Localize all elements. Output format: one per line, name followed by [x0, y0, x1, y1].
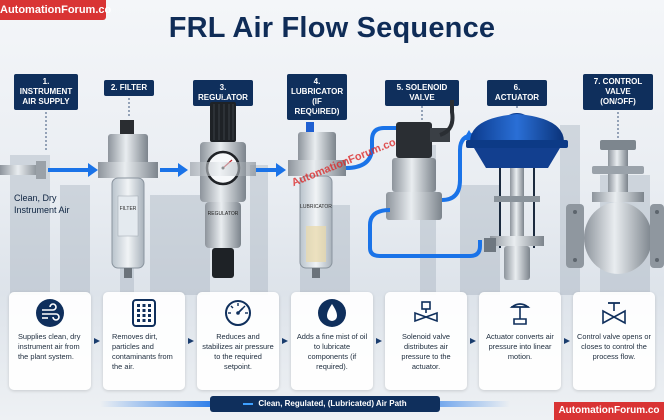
card-text: Actuator converts air pressure into line…: [486, 332, 554, 361]
actuator-unit: [466, 113, 568, 280]
control-valve-body: [584, 202, 652, 274]
actuator-diaphragm-top: [470, 114, 564, 142]
filter-unit: FILTER: [98, 120, 158, 278]
actuator-yoke-base: [490, 236, 544, 246]
card-instrument-air: Supplies clean, dry instrument air from …: [9, 292, 91, 390]
tube-lubricator-to-solenoid: [345, 126, 396, 170]
supply-pipe: [0, 165, 40, 175]
solenoid-valve-icon: [414, 301, 438, 323]
lubricator-unit: LUBRICATOR: [288, 122, 346, 278]
lubricator-oil-adjust: [306, 122, 314, 132]
card-text: Control valve opens or closes to control…: [577, 332, 651, 361]
air-path-label-text: Clean, Regulated, (Lubricated) Air Path: [258, 399, 407, 408]
card-text: Solenoid valve distributes air pressure …: [401, 332, 451, 371]
actuator-icon: [509, 303, 531, 325]
card-filter: Removes dirt, particles and contaminants…: [103, 292, 185, 390]
air-path-label: Clean, Regulated, (Lubricated) Air Path: [210, 396, 440, 412]
filter-body: [108, 134, 148, 166]
instrument-air-note-line-1: Clean, Dry: [14, 193, 57, 203]
regulator-unit: REGULATOR: [190, 102, 256, 278]
card-text: Reduces and stabilizes air pressure to t…: [202, 332, 274, 371]
step-label-solenoid-valve: 5. SOLENOID VALVE: [385, 80, 459, 106]
filter-ports: [98, 162, 158, 178]
actuator-flange: [466, 140, 568, 148]
control-valve-outlet-flange: [650, 204, 664, 268]
card-arrow: [188, 338, 194, 344]
card-arrow: [564, 338, 570, 344]
step-label-actuator: 6. ACTUATOR: [487, 80, 547, 106]
step-label-filter: 2. FILTER: [104, 80, 154, 96]
solenoid-coil: [396, 122, 432, 158]
lubricator-body: [298, 132, 336, 164]
solenoid-cable: [439, 100, 455, 137]
regulator-device-text: REGULATOR: [208, 211, 239, 217]
card-arrow: [94, 338, 100, 344]
control-valve-unit: [566, 140, 664, 274]
step-label-regulator: 3. REGULATOR: [193, 80, 253, 106]
flow-arrows: [48, 163, 286, 177]
card-regulator: Reduces and stabilizes air pressure to t…: [197, 292, 279, 390]
card-arrow: [376, 338, 382, 344]
control-valve-inlet-flange: [566, 204, 584, 268]
card-text: Supplies clean, dry instrument air from …: [18, 332, 81, 361]
control-valve-icon: [602, 302, 626, 325]
solenoid-valve-unit: [386, 100, 455, 220]
card-text: Adds a fine mist of oil to lubricate com…: [296, 332, 368, 371]
card-actuator: Actuator converts air pressure into line…: [479, 292, 561, 390]
card-solenoid-valve: Solenoid valve distributes air pressure …: [385, 292, 467, 390]
brand-logo-top[interactable]: AutomationForum.co: [0, 0, 111, 20]
gauge-icon: [225, 300, 251, 326]
filter-drain: [124, 268, 132, 278]
card-lubricator: Adds a fine mist of oil to lubricate com…: [291, 292, 373, 390]
brand-logo-bottom[interactable]: AutomationForum.co: [554, 402, 664, 420]
wind-icon: [36, 299, 64, 327]
filter-cap: [120, 120, 134, 134]
card-control-valve: Control valve opens or closes to control…: [573, 292, 655, 390]
actuator-stem: [510, 168, 524, 252]
oil-drop-icon: [318, 299, 346, 327]
card-text: Removes dirt, particles and contaminants…: [112, 332, 173, 371]
card-arrow: [470, 338, 476, 344]
solenoid-body: [392, 158, 436, 192]
regulator-bottom-knob: [212, 248, 234, 278]
page-title: FRL Air Flow Sequence: [168, 12, 496, 44]
solenoid-manifold: [386, 192, 442, 220]
instrument-air-note: Clean, Dry Instrument Air: [14, 192, 70, 216]
instrument-air-note-line-2: Instrument Air: [14, 205, 70, 215]
pipe-fitting: [36, 161, 46, 179]
filter-grid-icon: [132, 299, 156, 327]
lubricator-oil: [306, 226, 326, 262]
tube-return: [368, 208, 482, 258]
filter-device-text: FILTER: [120, 206, 137, 212]
lubricator-device-text: LUBRICATOR: [300, 204, 332, 210]
actuator-bonnet: [504, 246, 530, 280]
air-path-legend-line: [243, 402, 254, 405]
card-arrow: [282, 338, 288, 344]
actuator-diaphragm-bottom: [474, 148, 560, 168]
regulator-lower-body: [205, 202, 241, 248]
